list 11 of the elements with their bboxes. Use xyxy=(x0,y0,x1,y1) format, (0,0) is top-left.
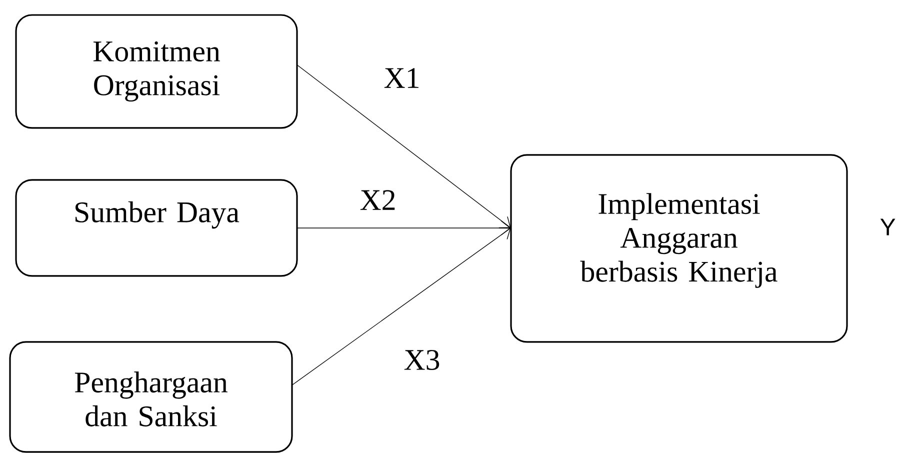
arrow xyxy=(296,220,511,236)
process-box: Komitmen Organisasi xyxy=(15,14,298,129)
edge-label: X3 xyxy=(402,348,442,372)
variable-label: Y xyxy=(880,218,896,236)
process-box: Sumber Daya xyxy=(15,179,298,277)
arrow xyxy=(296,64,511,228)
arrow xyxy=(292,228,511,386)
process-box: Penghargaan dan Sanksi xyxy=(9,341,293,453)
process-box: Implementasi Anggaran berbasis Kinerja xyxy=(510,154,848,343)
edge-label: X1 xyxy=(382,67,422,89)
edge-label: X2 xyxy=(358,189,398,211)
